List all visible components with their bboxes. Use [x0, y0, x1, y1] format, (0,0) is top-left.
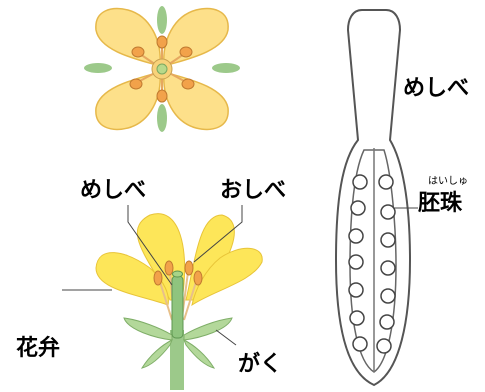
- label-pistil-side: めしべ: [403, 78, 469, 100]
- label-ovule-reading: はいしゅ: [428, 177, 468, 187]
- label-sepal: がく: [238, 354, 282, 376]
- label-ovule: 胚珠: [418, 193, 462, 215]
- pistil-cross-section: [336, 10, 418, 385]
- label-stamen: おしべ: [220, 180, 286, 202]
- label-petal: 花弁: [16, 338, 60, 360]
- flower-top-view: [84, 6, 240, 132]
- label-pistil-flower: めしべ: [80, 180, 146, 202]
